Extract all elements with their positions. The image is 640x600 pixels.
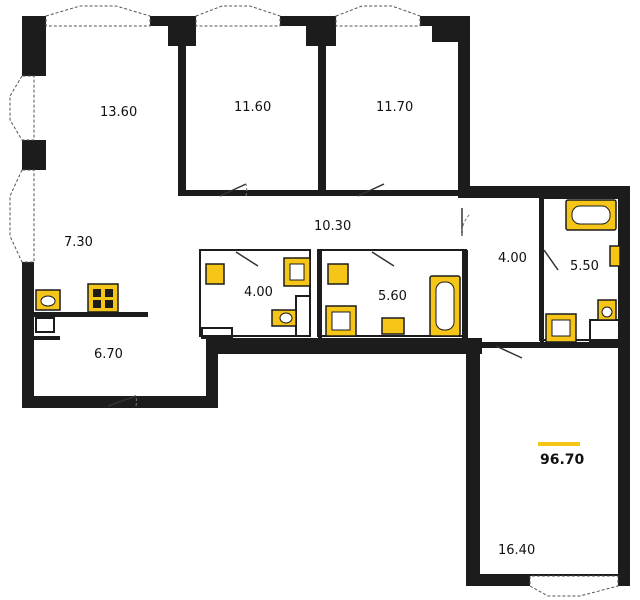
window-top-1 <box>45 5 151 27</box>
window-top-3 <box>335 5 421 27</box>
doors <box>107 183 559 407</box>
total-area-underline <box>538 442 580 446</box>
room-area-9: 5.50 <box>570 259 599 274</box>
sink-icon <box>205 263 225 285</box>
room-area-6: 4.00 <box>244 285 273 300</box>
toilet-icon <box>327 263 349 285</box>
room-area-3: 11.70 <box>376 100 413 115</box>
room-area-7: 5.60 <box>378 289 407 304</box>
window-top-2 <box>195 5 281 27</box>
room-area-8: 4.00 <box>498 251 527 266</box>
total-area: 96.70 <box>540 452 585 468</box>
sink-icon <box>609 245 621 267</box>
sink-icon <box>381 317 405 335</box>
room-area-1: 13.60 <box>100 105 137 120</box>
windows <box>9 5 619 597</box>
room-area-11: 16.40 <box>498 543 535 558</box>
window-left-2 <box>9 169 35 263</box>
window-bottom <box>529 575 619 597</box>
window-left-1 <box>9 75 35 141</box>
stove-icon <box>87 283 119 313</box>
room-area-4: 10.30 <box>314 219 351 234</box>
room-area-10: 6.70 <box>94 347 123 362</box>
room-labels: 13.60 11.60 11.70 10.30 7.30 4.00 5.60 4… <box>64 100 599 558</box>
room-area-5: 7.30 <box>64 235 93 250</box>
room-area-2: 11.60 <box>234 100 271 115</box>
fixtures <box>35 199 621 446</box>
